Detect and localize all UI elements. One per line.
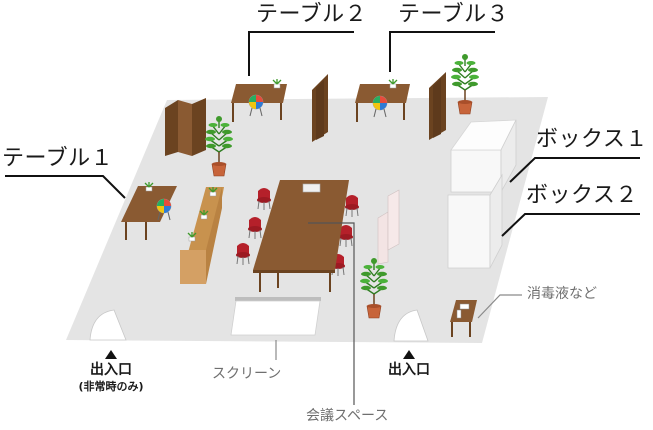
screen — [230, 297, 321, 336]
label-entrance: 出入口 — [388, 362, 430, 378]
table-2 — [231, 78, 287, 122]
table3-callout-line — [389, 31, 495, 72]
label-sanitizer: 消毒液など — [527, 286, 597, 302]
label-screen: スクリーン — [212, 366, 282, 382]
label-emergency-entrance: 出入口 — [90, 362, 132, 378]
box1-callout-line — [509, 157, 640, 183]
table-1 — [121, 181, 177, 240]
table1-callout-line — [5, 175, 126, 199]
emergency-entrance-arrow — [105, 350, 117, 359]
entrance-arrow — [403, 350, 415, 359]
sanitizer-table — [450, 300, 477, 337]
label-box-1: ボックス１ — [536, 127, 648, 152]
meeting-callout-line — [308, 222, 355, 405]
meeting-space — [235, 180, 360, 292]
label-table-1: テーブル１ — [2, 146, 114, 171]
entrance-door — [393, 309, 429, 342]
label-meeting-space: 会議スペース — [306, 408, 389, 424]
table-3-plant — [388, 78, 398, 89]
table-3 — [355, 78, 410, 122]
box-1 — [450, 119, 517, 194]
label-table-3: テーブル３ — [398, 2, 510, 27]
table2-callout-line — [248, 31, 354, 76]
partition-near-table2-side — [316, 80, 324, 140]
shelf — [180, 186, 224, 284]
light-partition — [377, 189, 400, 265]
label-box-2: ボックス２ — [526, 183, 638, 208]
left-partition — [165, 98, 206, 156]
box2-callout-line — [501, 213, 640, 237]
table-2-plant — [272, 78, 282, 89]
label-table-2: テーブル２ — [256, 2, 368, 27]
box-2 — [447, 173, 503, 269]
partition-near-table3-side — [433, 78, 441, 138]
emergency-entrance-door — [89, 309, 127, 341]
label-emergency-entrance-note: (非常時のみ) — [78, 380, 144, 393]
sanitizer-callout-line — [477, 294, 522, 319]
